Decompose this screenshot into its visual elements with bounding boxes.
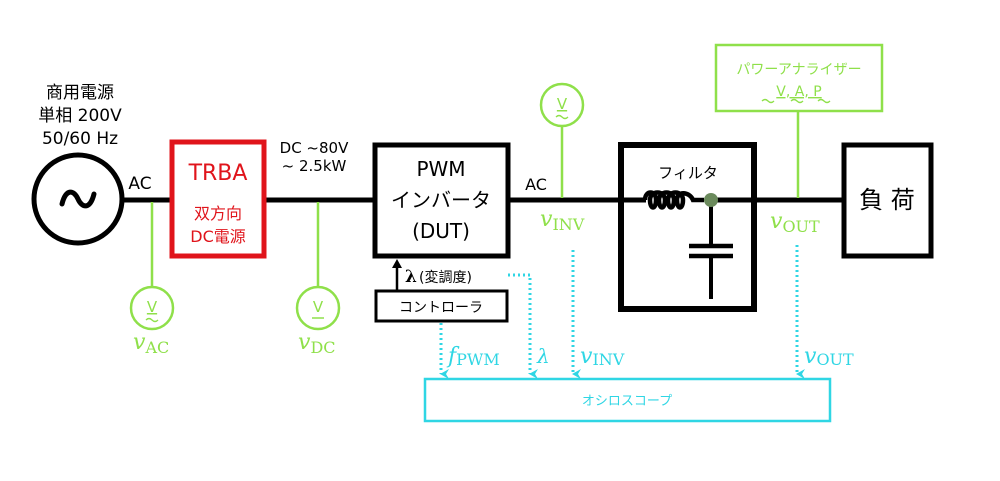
power-analyzer-measures: V, A, P bbox=[776, 84, 821, 100]
vout-sub: OUT bbox=[782, 217, 820, 236]
voltmeter-glyph: V bbox=[147, 298, 158, 316]
ac-source-symbol bbox=[31, 152, 125, 246]
fpwm-sub: PWM bbox=[456, 350, 500, 369]
scope-input-vinv: vINV bbox=[580, 344, 625, 369]
vout-meter-label: vOUT bbox=[770, 209, 820, 236]
lc-filter: フィルタ bbox=[618, 142, 757, 312]
voltmeter-glyph: V bbox=[313, 298, 324, 316]
vinv-meter-label: vINV bbox=[540, 207, 585, 234]
filter-node-icon bbox=[704, 193, 718, 207]
scope-input-lambda: λ bbox=[536, 344, 550, 368]
load-block: 負 荷 bbox=[841, 142, 934, 259]
oscilloscope-label: オシロスコープ bbox=[582, 394, 672, 409]
vout-var: v bbox=[770, 209, 783, 234]
dc-bus-power: ~ 2.5kW bbox=[282, 157, 347, 175]
trba-line1: 双方向 bbox=[194, 204, 242, 223]
modulation-label: (変調度) bbox=[419, 269, 472, 286]
scope-line-lambda bbox=[508, 273, 538, 379]
controller-block: コントローラ bbox=[374, 289, 509, 323]
scope-input-vout: vOUT bbox=[804, 344, 854, 369]
inverter-ac-label: AC bbox=[525, 175, 547, 194]
dc-bus-voltage: DC ~80V bbox=[280, 139, 349, 157]
trba-line2: DC電源 bbox=[190, 227, 246, 246]
scope-vout-sub: OUT bbox=[816, 350, 854, 369]
ac-tilde-icon bbox=[761, 98, 831, 104]
vdc-var: v bbox=[298, 330, 311, 355]
inverter-line2: インバータ bbox=[391, 188, 491, 212]
vinv-var: v bbox=[540, 207, 553, 232]
vac-sub: AC bbox=[144, 338, 169, 357]
modulation-arrow-head-icon bbox=[392, 259, 402, 268]
source-ac-label: AC bbox=[128, 174, 151, 194]
voltmeter-glyph: V bbox=[557, 95, 568, 113]
filter-label: フィルタ bbox=[658, 164, 718, 182]
power-analyzer: パワーアナライザー V, A, P bbox=[714, 43, 884, 113]
vdc-label: vDC bbox=[298, 330, 336, 357]
source-frequency: 50/60 Hz bbox=[42, 129, 118, 149]
inverter-line1: PWM bbox=[416, 157, 465, 181]
trba-bidirectional-dc-supply: TRBA 双方向 DC電源 bbox=[169, 139, 267, 259]
ac-tilde-icon bbox=[555, 114, 569, 120]
vinv-sub: INV bbox=[552, 215, 584, 234]
ac-voltmeter: V bbox=[129, 285, 175, 331]
inv-voltmeter: V bbox=[539, 82, 585, 128]
inverter-line3: (DUT) bbox=[412, 219, 470, 243]
source-voltage: 単相 200V bbox=[38, 106, 122, 126]
scope-vinv-var: v bbox=[580, 344, 593, 369]
scope-vout-var: v bbox=[804, 344, 817, 369]
sine-wave-icon bbox=[59, 189, 97, 209]
scope-vinv-sub: INV bbox=[592, 350, 624, 369]
controller-label: コントローラ bbox=[399, 300, 483, 316]
dc-voltmeter: V bbox=[295, 285, 341, 331]
modulation-symbol: λ bbox=[405, 267, 417, 287]
inductor-icon bbox=[642, 190, 704, 210]
vdc-sub: DC bbox=[310, 338, 335, 357]
source-title: 商用電源 bbox=[46, 83, 114, 103]
ac-tilde-icon bbox=[145, 317, 159, 323]
load-label: 負 荷 bbox=[859, 186, 915, 214]
pwm-inverter-dut: PWM インバータ (DUT) bbox=[372, 142, 511, 259]
trba-title: TRBA bbox=[188, 161, 248, 186]
power-analyzer-title: パワーアナライザー bbox=[736, 62, 861, 78]
scope-input-fpwm: fPWM bbox=[446, 344, 500, 369]
vac-var: v bbox=[133, 330, 146, 355]
oscilloscope: オシロスコープ bbox=[423, 377, 832, 423]
vac-label: vAC bbox=[133, 330, 169, 357]
